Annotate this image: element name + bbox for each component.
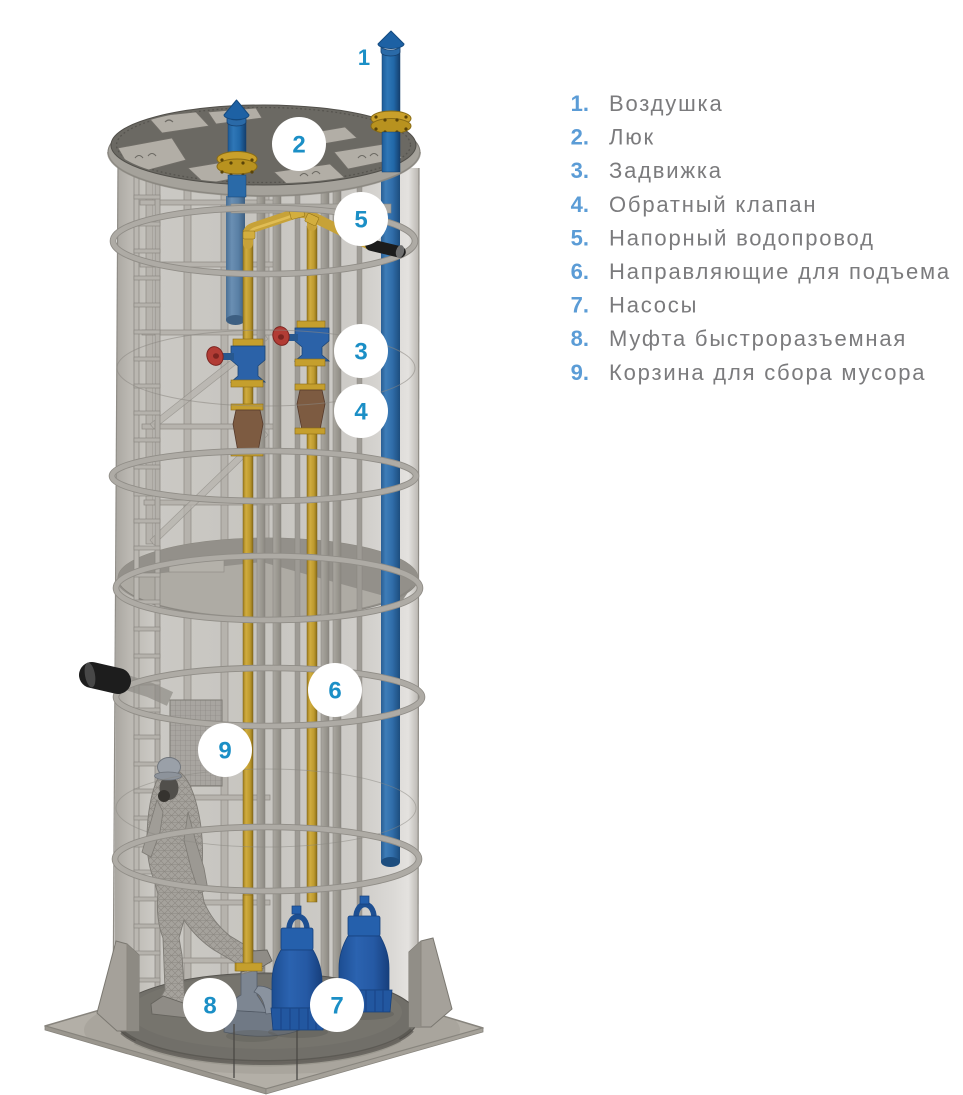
svg-text:6: 6 [328, 678, 341, 705]
svg-text:2: 2 [292, 132, 305, 159]
svg-text:5.: 5. [571, 225, 589, 250]
svg-text:Напорный водопровод: Напорный водопровод [609, 225, 875, 250]
svg-text:Направляющие для подъема: Направляющие для подъема [609, 259, 951, 284]
svg-text:Муфта быстроразъемная: Муфта быстроразъемная [609, 326, 907, 351]
svg-text:5: 5 [354, 207, 367, 234]
svg-text:Воздушка: Воздушка [609, 91, 724, 116]
svg-text:Люк: Люк [609, 125, 655, 150]
svg-text:1: 1 [358, 45, 370, 70]
svg-text:4.: 4. [571, 192, 589, 217]
svg-text:Корзина для сбора мусора: Корзина для сбора мусора [609, 360, 926, 385]
svg-text:1.: 1. [571, 91, 589, 116]
svg-text:7: 7 [330, 993, 343, 1020]
svg-text:9: 9 [218, 738, 231, 765]
svg-text:8: 8 [203, 993, 216, 1020]
svg-text:2.: 2. [571, 125, 589, 150]
svg-text:3.: 3. [571, 158, 589, 183]
svg-text:Насосы: Насосы [609, 293, 698, 318]
svg-text:4: 4 [354, 399, 368, 426]
svg-text:3: 3 [354, 339, 367, 366]
svg-text:Задвижка: Задвижка [609, 158, 723, 183]
svg-text:9.: 9. [571, 360, 589, 385]
svg-text:8.: 8. [571, 326, 589, 351]
svg-text:6.: 6. [571, 259, 589, 284]
svg-text:7.: 7. [571, 293, 589, 318]
svg-text:Обратный клапан: Обратный клапан [609, 192, 817, 217]
